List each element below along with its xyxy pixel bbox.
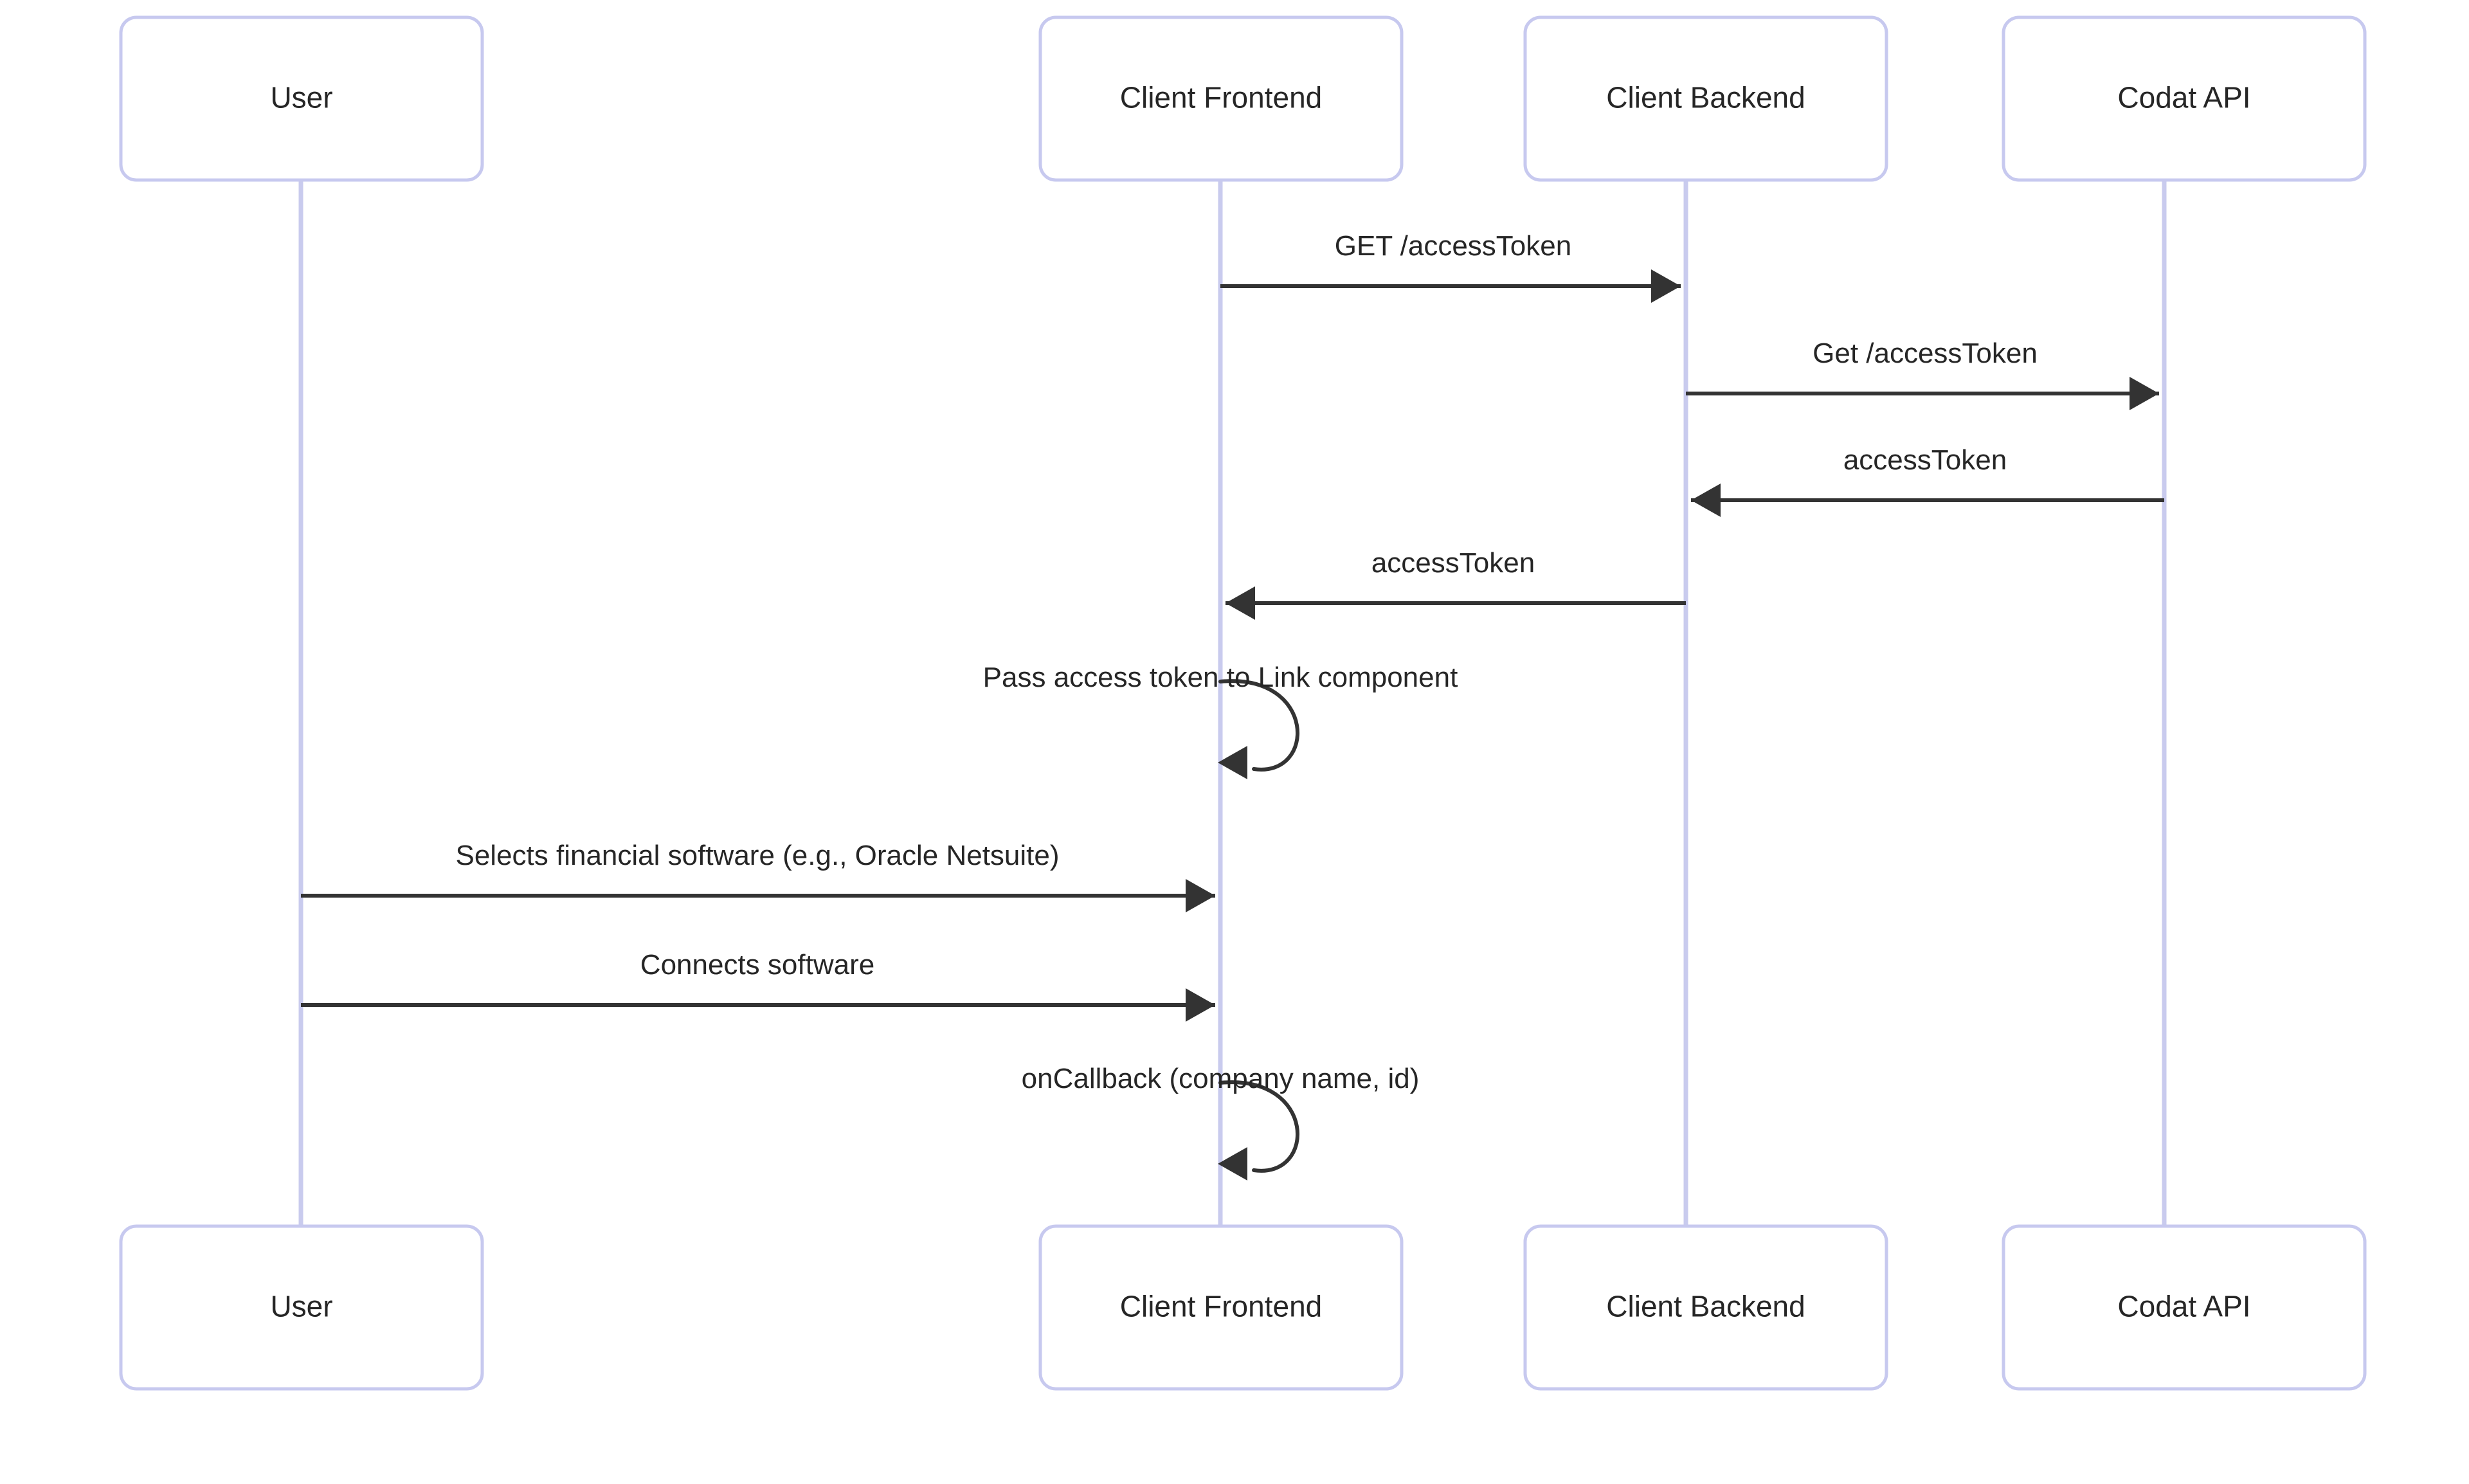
actor-label-client-frontend: Client Frontend xyxy=(1120,1290,1323,1323)
message-label-msg-pass-access-token-self: Pass access token to Link component xyxy=(983,662,1458,693)
arrow-head-right xyxy=(1186,879,1215,912)
message-msg-get-access-token-backend-codat[interactable]: Get /accessToken xyxy=(1686,338,2159,410)
arrow-head-left xyxy=(1218,1147,1247,1181)
actor-label-user: User xyxy=(270,1290,332,1323)
message-label-msg-on-callback-self: onCallback (company name, id) xyxy=(1022,1063,1420,1094)
actor-label-client-frontend: Client Frontend xyxy=(1120,81,1323,114)
actor-label-codat-api: Codat API xyxy=(2117,1290,2250,1323)
message-msg-pass-access-token-self[interactable]: Pass access token to Link component xyxy=(983,662,1458,779)
actor-label-user: User xyxy=(270,81,332,114)
arrow-head-left xyxy=(1218,746,1247,779)
actor-box-client-frontend-bottom[interactable]: Client Frontend xyxy=(1038,1224,1404,1391)
message-msg-get-access-token-frontend-backend[interactable]: GET /accessToken xyxy=(1220,230,1681,303)
message-msg-access-token-backend-frontend[interactable]: accessToken xyxy=(1225,547,1686,620)
self-loop-path xyxy=(1218,1080,1299,1173)
message-label-msg-selects-financial-software: Selects financial software (e.g., Oracle… xyxy=(455,840,1059,871)
actor-label-client-backend: Client Backend xyxy=(1606,81,1805,114)
message-label-msg-access-token-codat-backend: accessToken xyxy=(1843,444,2007,476)
message-msg-on-callback-self[interactable]: onCallback (company name, id) xyxy=(1022,1063,1420,1181)
lifelines-layer xyxy=(298,180,2167,1226)
message-msg-access-token-codat-backend[interactable]: accessToken xyxy=(1691,444,2164,517)
actor-box-codat-api-bottom[interactable]: Codat API xyxy=(2002,1224,2367,1391)
actor-box-user-bottom[interactable]: User xyxy=(119,1224,484,1391)
message-label-msg-get-access-token-frontend-backend: GET /accessToken xyxy=(1335,230,1571,262)
actor-label-codat-api: Codat API xyxy=(2117,81,2250,114)
arrow-head-left xyxy=(1691,484,1721,517)
message-label-msg-get-access-token-backend-codat: Get /accessToken xyxy=(1813,338,2038,369)
message-label-msg-access-token-backend-frontend: accessToken xyxy=(1371,547,1535,579)
arrow-head-left xyxy=(1225,586,1255,620)
actor-box-rect xyxy=(119,15,484,182)
actor-box-rect xyxy=(1038,15,1404,182)
actor-box-rect xyxy=(2002,1224,2367,1391)
actor-box-client-frontend-top[interactable]: Client Frontend xyxy=(1038,15,1404,182)
actor-box-rect xyxy=(1523,1224,1888,1391)
actor-box-codat-api-top[interactable]: Codat API xyxy=(2002,15,2367,182)
self-loop-path xyxy=(1218,679,1299,772)
actor-box-rect xyxy=(1523,15,1888,182)
actor-box-rect xyxy=(119,1224,484,1391)
actor-label-client-backend: Client Backend xyxy=(1606,1290,1805,1323)
actor-box-rect xyxy=(1038,1224,1404,1391)
arrow-head-right xyxy=(1651,269,1681,303)
actor-box-client-backend-top[interactable]: Client Backend xyxy=(1523,15,1888,182)
actor-box-rect xyxy=(2002,15,2367,182)
arrow-head-right xyxy=(1186,988,1215,1022)
arrow-head-right xyxy=(2130,377,2159,410)
message-label-msg-connects-software: Connects software xyxy=(640,949,874,981)
actor-box-user-top[interactable]: User xyxy=(119,15,484,182)
message-msg-selects-financial-software[interactable]: Selects financial software (e.g., Oracle… xyxy=(301,840,1215,912)
actor-box-client-backend-bottom[interactable]: Client Backend xyxy=(1523,1224,1888,1391)
message-msg-connects-software[interactable]: Connects software xyxy=(301,949,1215,1022)
